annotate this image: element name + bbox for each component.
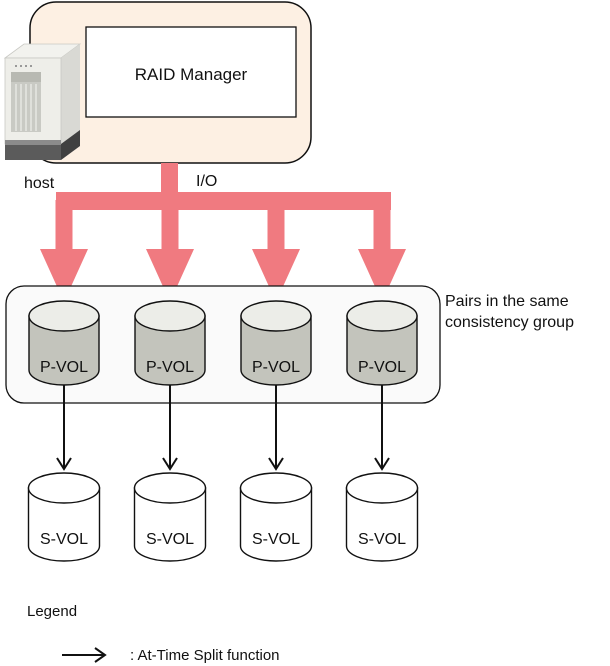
- host-label: host: [24, 175, 55, 192]
- s-vol-cylinder: S-VOL: [239, 472, 313, 562]
- consistency-group-panel: [5, 285, 441, 404]
- raid-manager-label: RAID Manager: [135, 65, 248, 84]
- legend-item-at-time-split: : At-Time Split function: [130, 647, 280, 664]
- io-drop: [161, 200, 179, 250]
- p-vol-cylinder: P-VOL: [134, 300, 206, 386]
- io-arrowhead: [252, 249, 300, 302]
- s-vol-label: S-VOL: [40, 531, 88, 548]
- p-vol-cylinder: P-VOL: [28, 300, 100, 386]
- io-arrowhead: [358, 249, 406, 302]
- p-vol-label: P-VOL: [40, 359, 88, 376]
- group-label-line2: consistency group: [445, 314, 574, 331]
- io-arrows: [40, 163, 406, 302]
- s-vol-label: S-VOL: [358, 531, 406, 548]
- io-drop: [373, 200, 391, 250]
- p-vol-label: P-VOL: [146, 359, 194, 376]
- group-label-line1: Pairs in the same: [445, 293, 569, 310]
- legend-arrow-icon: [62, 647, 107, 663]
- s-vol-label: S-VOL: [252, 531, 300, 548]
- at-time-split-arrow: [268, 385, 284, 471]
- io-drop: [55, 200, 73, 250]
- io-arrowhead: [40, 249, 88, 302]
- legend-title: Legend: [27, 603, 77, 620]
- p-vol-cylinder: P-VOL: [240, 300, 312, 386]
- p-vol-cylinder: P-VOL: [346, 300, 418, 386]
- at-time-split-arrow: [56, 385, 72, 471]
- at-time-split-arrow: [374, 385, 390, 471]
- s-vol-cylinder: S-VOL: [345, 472, 419, 562]
- p-vol-label: P-VOL: [358, 359, 406, 376]
- p-vol-label: P-VOL: [252, 359, 300, 376]
- io-bus: [56, 192, 391, 210]
- raid-manager-box: [85, 26, 297, 118]
- io-arrowhead: [146, 249, 194, 302]
- server-icon: [3, 43, 82, 160]
- s-vol-cylinder: S-VOL: [27, 472, 101, 562]
- at-time-split-arrow: [162, 385, 178, 471]
- io-drop: [267, 200, 285, 250]
- s-vol-cylinder: S-VOL: [133, 472, 207, 562]
- io-label: I/O: [196, 173, 217, 190]
- s-vol-label: S-VOL: [146, 531, 194, 548]
